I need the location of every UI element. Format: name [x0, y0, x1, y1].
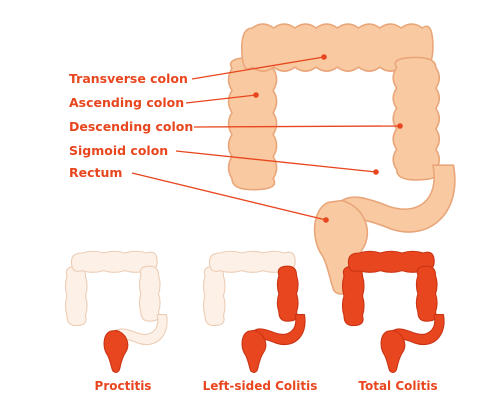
anatomy-labels: Transverse colon Ascending colon Descend…: [69, 71, 193, 180]
proctitis-rectum: [103, 329, 129, 373]
caption-total-colitis: Total Colitis: [358, 379, 437, 393]
label-descending-colon: Descending colon: [69, 119, 193, 134]
left-sided-transverse: [208, 250, 296, 273]
leader-line-transverse: [191, 56, 325, 80]
pointer-dot-transverse: [321, 54, 327, 60]
left-sided-colitis-colon: [202, 250, 306, 373]
total-rectum: [380, 329, 406, 373]
main-ascending-colon: [227, 56, 278, 191]
label-transverse-colon: Transverse colon: [69, 71, 188, 86]
pointer-dot-rectum: [323, 217, 329, 223]
pointer-dot-descending: [397, 123, 403, 129]
total-colitis-colon: [341, 250, 445, 373]
proctitis-ascending: [64, 265, 88, 327]
pointer-dot-sigmoid: [373, 169, 379, 175]
proctitis-transverse: [70, 250, 158, 273]
main-descending-colon: [392, 56, 441, 181]
total-descending: [415, 265, 438, 322]
left-sided-ascending: [202, 265, 226, 327]
leader-lines: [131, 54, 403, 223]
leader-line-ascending: [185, 94, 257, 104]
label-rectum: Rectum: [69, 165, 122, 180]
left-sided-descending: [276, 265, 299, 322]
total-ascending: [341, 265, 365, 327]
caption-left-sided-colitis: Left-sided Colitis: [203, 379, 318, 393]
colitis-type-captions: Proctitis Left-sided Colitis Total Colit…: [95, 379, 438, 393]
pointer-dot-ascending: [253, 92, 259, 98]
caption-proctitis: Proctitis: [95, 379, 152, 393]
proctitis-descending: [138, 265, 161, 322]
leader-line-descending: [193, 125, 401, 128]
leader-line-sigmoid: [175, 150, 377, 173]
total-transverse: [347, 250, 435, 273]
label-sigmoid-colon: Sigmoid colon: [69, 143, 168, 158]
main-transverse-colon: [241, 23, 434, 72]
left-sided-rectum: [241, 329, 267, 373]
label-ascending-colon: Ascending colon: [69, 95, 184, 110]
proctitis-colon: [64, 250, 168, 373]
leader-line-rectum: [131, 172, 327, 221]
